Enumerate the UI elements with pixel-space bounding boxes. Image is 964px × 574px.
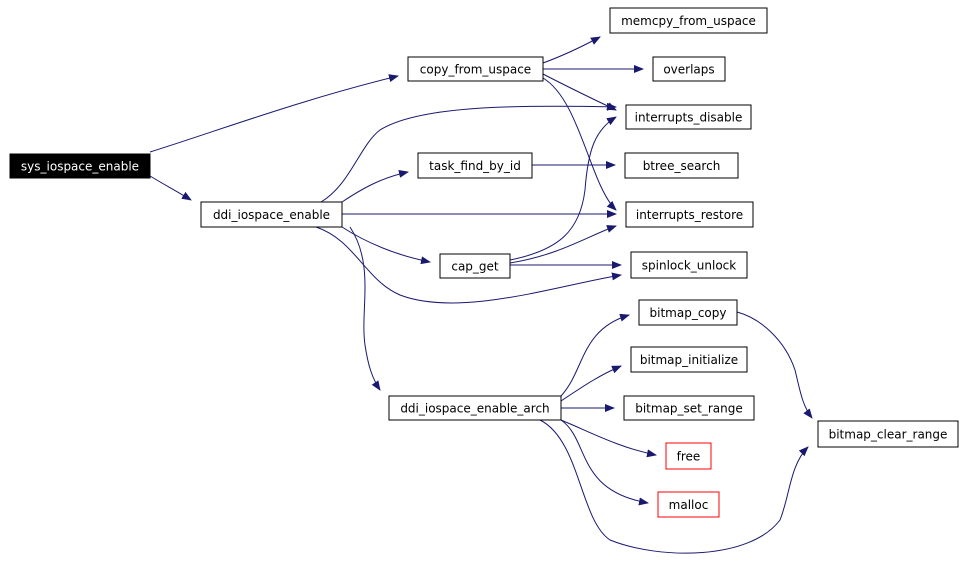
node-box	[665, 442, 712, 470]
node-label: sys_iospace_enable	[21, 160, 139, 174]
node-label: spinlock_unlock	[642, 259, 737, 273]
node-bitmap-copy[interactable]: bitmap_copy	[638, 299, 738, 326]
node-box	[624, 152, 739, 179]
node-bitmap-initialize[interactable]: bitmap_initialize	[630, 346, 748, 373]
node-label: bitmap_clear_range	[829, 428, 948, 442]
node-box	[630, 251, 748, 279]
node-label: btree_search	[643, 159, 721, 173]
node-label: bitmap_copy	[650, 306, 727, 320]
node-box	[657, 491, 720, 518]
node-box	[625, 201, 754, 228]
node-box	[9, 153, 151, 179]
edge-ddi-iospace-enable-arch-to-bitmap-initialize	[560, 365, 622, 402]
node-box	[623, 395, 755, 421]
edge-sys-iospace-enable-to-copy-from-uspace	[149, 74, 399, 153]
node-box	[630, 346, 748, 373]
node-copy-from-uspace[interactable]: copy_from_uspace	[407, 56, 544, 82]
node-cap-get[interactable]: cap_get	[439, 253, 511, 279]
node-label: cap_get	[451, 260, 499, 274]
node-interrupts-disable[interactable]: interrupts_disable	[625, 104, 752, 130]
node-task-find-by-id[interactable]: task_find_by_id	[417, 152, 533, 179]
node-box	[407, 56, 544, 82]
edge-copy-from-uspace-to-memcpy-from-uspace	[542, 36, 601, 64]
node-free[interactable]: free	[665, 442, 712, 470]
node-box	[439, 253, 511, 279]
node-ddi-iospace-enable-arch[interactable]: ddi_iospace_enable_arch	[388, 395, 562, 421]
edge-ddi-iospace-enable-arch-to-bitmap-clear-range	[539, 419, 809, 554]
node-label: ddi_iospace_enable_arch	[400, 402, 549, 416]
nodes-layer: sys_iospace_enable copy_from_uspace ddi_io…	[9, 7, 959, 518]
edge-cap-get-to-interrupts-restore	[509, 225, 617, 264]
node-box	[388, 395, 562, 421]
edge-cap-get-to-interrupts-disable	[509, 116, 617, 261]
edges-layer	[149, 36, 813, 554]
edge-bitmap-copy-to-bitmap-clear-range	[736, 311, 813, 419]
node-box	[609, 7, 768, 34]
edge-ddi-iospace-enable-to-spinlock-unlock	[315, 226, 622, 304]
node-label: interrupts_disable	[635, 111, 743, 125]
node-box	[652, 56, 726, 82]
node-label: free	[677, 450, 701, 464]
node-bitmap-set-range[interactable]: bitmap_set_range	[623, 395, 755, 421]
node-label: malloc	[669, 498, 709, 512]
node-box	[625, 104, 752, 130]
node-label: bitmap_initialize	[640, 353, 738, 367]
node-label: interrupts_restore	[636, 208, 743, 222]
node-spinlock-unlock[interactable]: spinlock_unlock	[630, 251, 748, 279]
node-sys-iospace-enable[interactable]: sys_iospace_enable	[9, 153, 151, 179]
node-label: ddi_iospace_enable	[213, 208, 330, 222]
node-ddi-iospace-enable[interactable]: ddi_iospace_enable	[200, 201, 343, 228]
node-box	[417, 152, 533, 179]
node-label: task_find_by_id	[429, 159, 521, 173]
edge-copy-from-uspace-to-interrupts-disable	[542, 73, 617, 111]
node-label: copy_from_uspace	[420, 63, 531, 77]
edge-ddi-iospace-enable-to-task-find-by-id	[341, 169, 409, 203]
node-interrupts-restore[interactable]: interrupts_restore	[625, 201, 754, 228]
node-label: bitmap_set_range	[635, 402, 743, 416]
edge-ddi-iospace-enable-arch-to-free	[560, 419, 657, 458]
node-label: memcpy_from_uspace	[621, 14, 756, 28]
node-box	[638, 299, 738, 326]
edge-ddi-iospace-enable-arch-to-malloc	[560, 419, 649, 506]
edge-copy-from-uspace-to-interrupts-restore	[542, 77, 617, 211]
edge-ddi-iospace-enable-arch-to-bitmap-copy	[560, 313, 630, 397]
node-label: overlaps	[663, 63, 714, 77]
edge-ddi-iospace-enable-to-interrupts-disable	[320, 102, 617, 203]
node-box	[200, 201, 343, 228]
edge-sys-iospace-enable-to-ddi-iospace-enable	[149, 175, 192, 201]
edge-ddi-iospace-enable-to-cap-get	[341, 226, 431, 265]
node-btree-search[interactable]: btree_search	[624, 152, 739, 179]
node-malloc[interactable]: malloc	[657, 491, 720, 518]
node-overlaps[interactable]: overlaps	[652, 56, 726, 82]
node-memcpy-from-uspace[interactable]: memcpy_from_uspace	[609, 7, 768, 34]
node-box	[817, 420, 959, 448]
edge-ddi-iospace-enable-to-ddi-iospace-enable-arch	[349, 226, 381, 391]
node-bitmap-clear-range[interactable]: bitmap_clear_range	[817, 420, 959, 448]
